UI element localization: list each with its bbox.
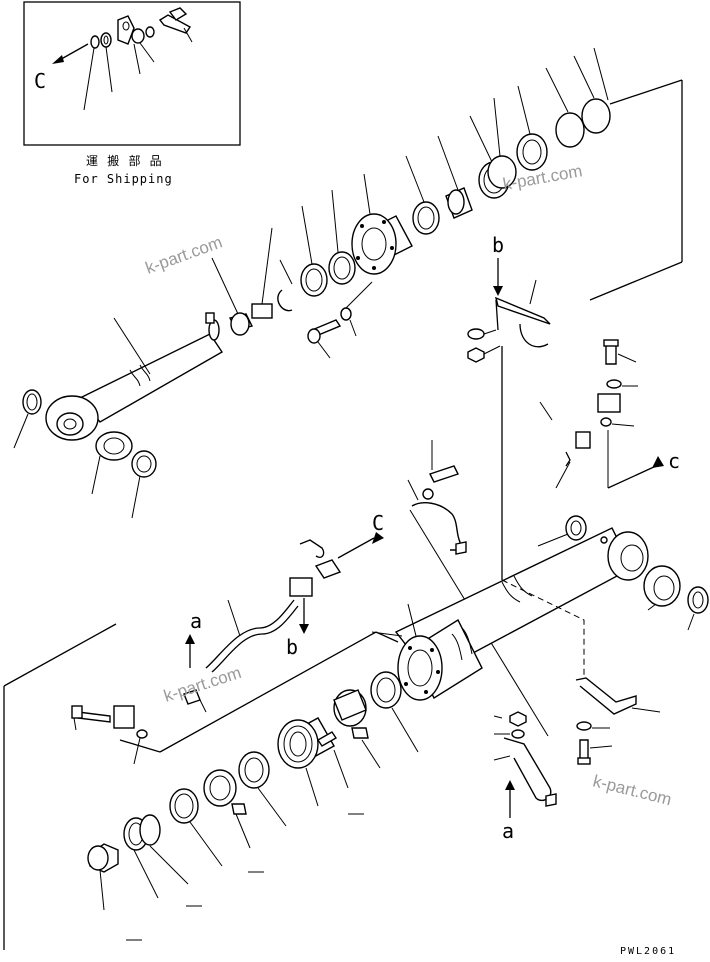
cylinder-tube-assembly: a	[87, 440, 709, 941]
label-b-mid: b	[286, 635, 298, 659]
watermarks: k-part.com k-part.com k-part.com k-part.…	[143, 161, 674, 809]
bracket-washer	[467, 328, 485, 340]
tube-oring	[600, 417, 612, 427]
lower-clamp-nut	[509, 711, 527, 727]
upper-bracket-group: b	[467, 233, 551, 580]
o-ring	[555, 112, 585, 148]
head-washer	[340, 307, 352, 321]
piston-rod	[78, 333, 223, 423]
tube-end-eye	[607, 531, 649, 581]
label-c-mid: C	[372, 511, 384, 535]
set-screw	[251, 303, 273, 319]
inset-washer	[145, 26, 155, 38]
rod-dust-seal	[131, 450, 157, 478]
lower-bracket-bolt	[579, 739, 589, 761]
cushion-seal	[203, 769, 237, 807]
piston-ring-2	[328, 251, 356, 285]
right-pipe-group: c	[520, 339, 680, 489]
clamp-bolt	[429, 465, 459, 483]
lower-hydraulic-tube	[205, 599, 295, 669]
tube-eye-seal	[565, 515, 587, 541]
pipe-bracket	[494, 296, 551, 325]
inset-arrow-head	[52, 55, 64, 64]
label-c-right: c	[668, 449, 680, 473]
tube-flange-lower	[575, 431, 591, 449]
label-a-left: a	[190, 609, 202, 633]
inset-washer-ring	[131, 28, 145, 44]
inset-frame	[23, 1, 241, 146]
piston-seal-ring	[370, 671, 402, 709]
clamp-washer	[422, 488, 434, 500]
inset-title-japanese: 運 搬 部 品	[86, 153, 163, 168]
lower-bracket-washer	[576, 721, 592, 731]
inset-seal	[90, 35, 100, 49]
dust-seal-ring	[516, 133, 548, 171]
bracket-nut	[467, 347, 485, 363]
cushion-ring	[169, 788, 199, 824]
tube-flange	[597, 393, 621, 413]
tube-dust-seal	[687, 586, 709, 614]
rod-assembly	[13, 47, 683, 519]
watermark-1: k-part.com	[143, 232, 225, 277]
rod-packing	[487, 155, 517, 189]
lower-tube-clip	[299, 539, 325, 558]
drawing-code: PWL2061	[620, 946, 676, 957]
upper-clamp	[411, 502, 461, 551]
lower-clamp	[503, 737, 552, 802]
lower-tube-flange	[289, 577, 313, 597]
stopper-ring-2	[139, 814, 161, 846]
pipe-washer	[606, 379, 622, 389]
backup-ring	[581, 98, 611, 134]
inset-bolt	[158, 14, 192, 34]
inset-ring	[100, 32, 112, 48]
head-ring-1	[412, 201, 440, 235]
piston-ring-1	[300, 263, 328, 297]
watermark-3: k-part.com	[161, 663, 243, 706]
watermark-4: k-part.com	[591, 771, 674, 809]
inset-title-english: For Shipping	[74, 172, 173, 186]
inset-view-label: C	[34, 69, 46, 93]
lower-pipe-bolt	[77, 711, 111, 723]
shipping-parts-inset: C 運 搬 部 品 For Shipping	[23, 1, 241, 186]
lower-bracket	[575, 677, 637, 715]
label-b-top: b	[492, 233, 504, 257]
lower-pipe-block	[113, 705, 135, 729]
rod-bushing	[95, 431, 133, 461]
slide-ring	[238, 751, 270, 789]
rod-eye-seal	[22, 389, 42, 415]
label-a-bottom: a	[502, 819, 514, 843]
snap-ring	[277, 289, 293, 312]
lower-left-pipe-group: C b a	[3, 511, 399, 950]
lower-clamp-washer	[511, 729, 525, 739]
